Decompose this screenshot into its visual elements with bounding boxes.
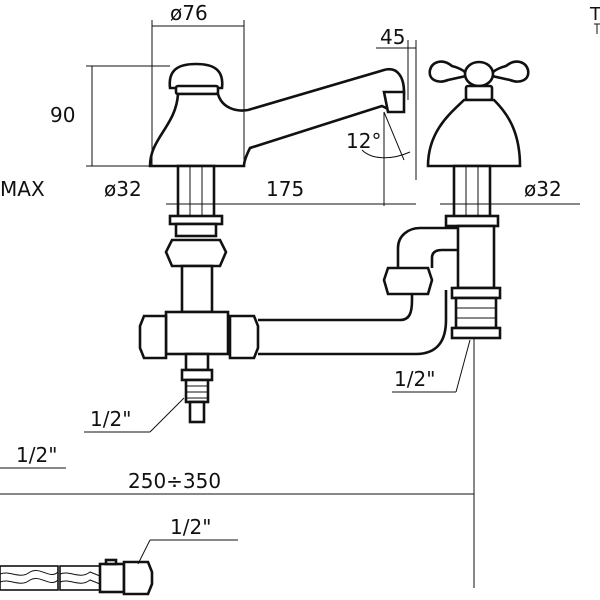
right-shank-assembly [444, 164, 502, 340]
dimension-lines [0, 20, 600, 588]
dim-angle-label: 12° [346, 129, 381, 153]
dim-reach-label: 175 [266, 177, 304, 201]
left-shank-assembly [138, 164, 260, 424]
spout-valve-assembly [148, 62, 406, 168]
hose-connection-label: 1/2" [170, 515, 211, 539]
left-connection-label: 1/2" [90, 407, 131, 431]
dim-left-shank-label: ø32 [104, 177, 142, 201]
connecting-pipe [258, 226, 462, 356]
max-label: MAX [0, 177, 45, 201]
edge-mark: T [589, 4, 600, 25]
right-connection-label: 1/2" [394, 367, 435, 391]
dim-outlet-offset-label: 45 [380, 25, 405, 49]
dim-spout-width-label: ø76 [170, 1, 208, 25]
dim-right-shank-label: ø32 [524, 177, 562, 201]
feed-connection-label: 1/2" [16, 443, 57, 467]
flexible-hose [0, 558, 154, 596]
dim-height-label: 90 [50, 103, 75, 127]
spacing-label: 250÷350 [128, 469, 221, 493]
cross-handle-valve [426, 60, 530, 168]
